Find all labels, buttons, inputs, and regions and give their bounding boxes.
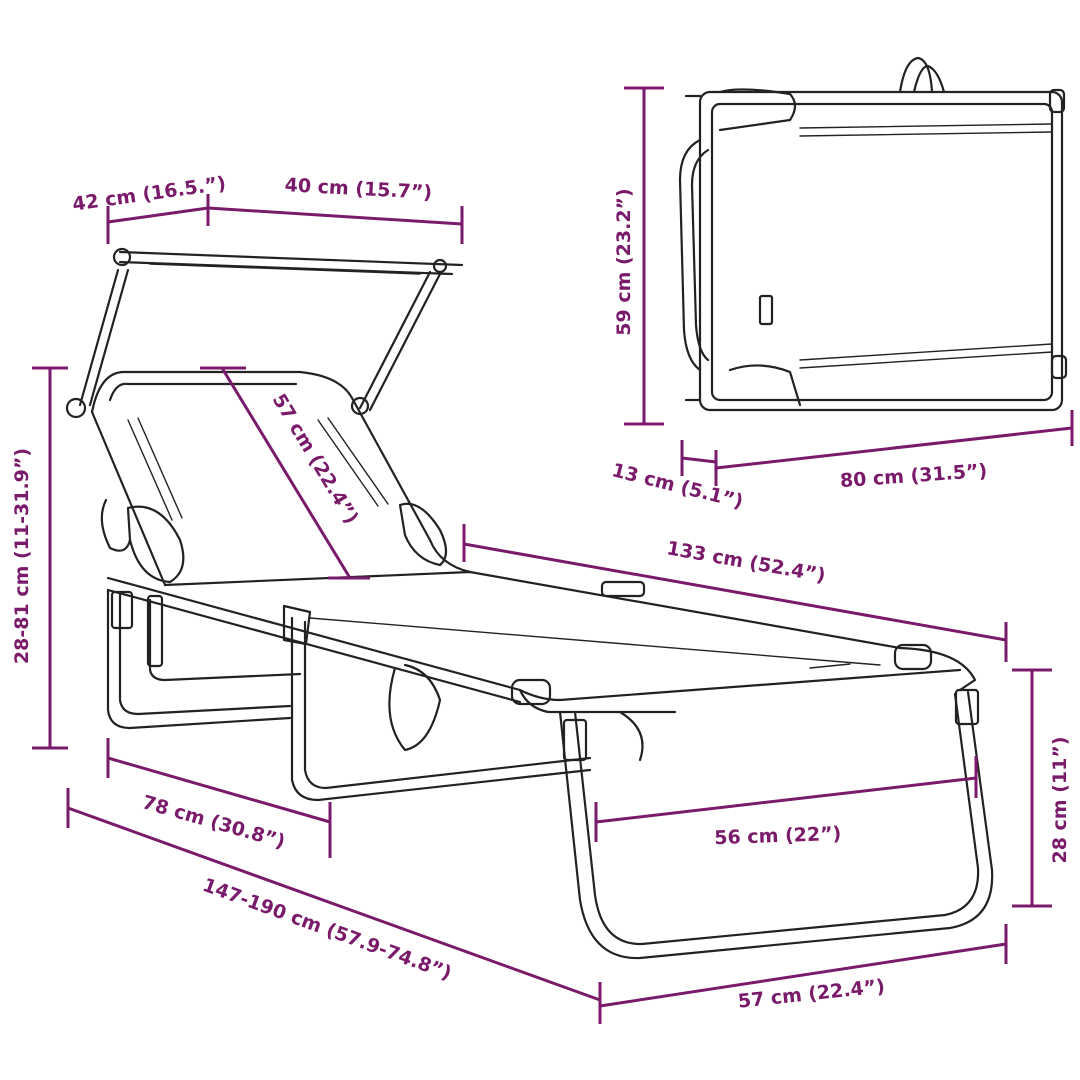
dim-line-inner-width [595, 776, 977, 824]
dim-line-leg-section [107, 756, 331, 824]
label-seat-length: 133 cm (52.4”) [665, 537, 827, 587]
dim-line-canopy-right [207, 206, 463, 226]
seat-frame [106, 570, 977, 714]
label-seat-height: 28 cm (11”) [1049, 736, 1071, 863]
dimension-lines [32, 86, 1074, 1024]
back-legs [106, 588, 592, 802]
dim-line-width [599, 942, 1007, 1008]
dim-line-seat-length [463, 542, 1007, 642]
backrest [90, 370, 472, 587]
label-total-height: 28-81 cm (11-31.9”) [11, 448, 33, 664]
label-folded-length: 80 cm (31.5”) [839, 460, 988, 492]
sun-lounger-drawing [65, 247, 994, 960]
dim-line-total-length [67, 806, 601, 1002]
dim-line-canopy-left [107, 206, 209, 224]
label-leg-section: 78 cm (30.8”) [140, 791, 288, 853]
label-folded-height: 59 cm (23.2”) [613, 188, 635, 335]
dim-line-folded-depth [681, 456, 717, 464]
front-legs [558, 688, 994, 960]
label-inner-width: 56 cm (22”) [714, 823, 842, 849]
label-total-length: 147-190 cm (57.9-74.8”) [200, 874, 455, 985]
dimension-labels: 42 cm (16.5.”) 40 cm (15.7”) 57 cm (22.4… [11, 172, 1071, 1012]
dim-line-folded-length [715, 426, 1073, 470]
canopy [65, 247, 464, 419]
folded-lounger-drawing [678, 56, 1068, 412]
dim-line-backrest [220, 367, 352, 579]
label-backrest: 57 cm (22.4”) [268, 390, 363, 528]
label-canopy-right: 40 cm (15.7”) [284, 174, 432, 204]
